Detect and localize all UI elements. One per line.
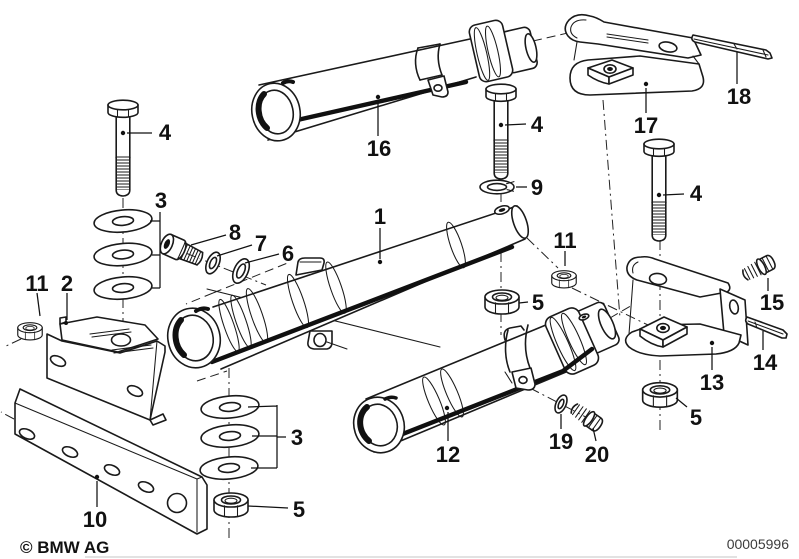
bolt-4-middle (485, 83, 517, 180)
copyright-text: © BMW AG (20, 538, 109, 557)
bracket-13 (624, 255, 749, 357)
clamp-on-tube-12 (503, 324, 536, 391)
tube-1 (166, 204, 530, 370)
callout-9[interactable]: 9 (531, 175, 543, 200)
nut-11-right (551, 270, 577, 289)
callout-14[interactable]: 14 (753, 350, 778, 375)
plate-number: 00005996 (727, 536, 790, 552)
washer-19 (554, 394, 568, 414)
callout-5-b[interactable]: 5 (532, 290, 544, 315)
callout-leaders (36, 52, 769, 509)
callout-3-a[interactable]: 3 (155, 188, 167, 213)
nut-5-bottom-left (213, 492, 249, 518)
callout-13[interactable]: 13 (700, 370, 724, 395)
tube-16 (250, 19, 538, 142)
rod-14 (744, 316, 788, 339)
callout-3-b[interactable]: 3 (291, 425, 303, 450)
washer-stack-upper (92, 206, 154, 303)
bolt-15 (739, 252, 779, 285)
callout-15[interactable]: 15 (760, 290, 784, 315)
bracket-2 (46, 316, 167, 426)
plate-10 (14, 388, 208, 535)
washer-6 (231, 257, 251, 285)
callout-18[interactable]: 18 (727, 84, 751, 109)
washer-7 (204, 251, 222, 275)
callout-11-b[interactable]: 11 (553, 228, 576, 253)
callout-5-c[interactable]: 5 (690, 405, 702, 430)
callout-4-a[interactable]: 4 (159, 120, 172, 145)
nut-5-bottom-right (641, 381, 679, 409)
callout-4-b[interactable]: 4 (531, 112, 544, 137)
bolt-20 (567, 399, 606, 435)
lock-washer-9 (479, 179, 515, 195)
callout-17[interactable]: 17 (634, 113, 658, 138)
callout-8[interactable]: 8 (229, 220, 241, 245)
callout-11-a[interactable]: 11 (25, 271, 48, 296)
callout-labels: 4 3 8 7 6 1 16 4 9 11 5 17 18 4 15 13 14… (25, 84, 784, 532)
bracket-17 (564, 13, 705, 96)
callout-19[interactable]: 19 (549, 429, 573, 454)
callout-2[interactable]: 2 (61, 271, 73, 296)
rod-18 (691, 34, 773, 60)
callout-5-a[interactable]: 5 (293, 497, 305, 522)
bolt-4-left (107, 99, 139, 197)
callout-4-c[interactable]: 4 (690, 181, 703, 206)
callout-20[interactable]: 20 (585, 442, 609, 467)
callout-1[interactable]: 1 (374, 204, 386, 229)
nut-5-middle (484, 289, 520, 315)
nut-11-left (17, 322, 43, 341)
callout-10[interactable]: 10 (83, 507, 107, 532)
callout-7[interactable]: 7 (255, 231, 267, 256)
callout-16[interactable]: 16 (367, 136, 391, 161)
bolt-8 (159, 233, 204, 266)
bolt-4-right (643, 138, 675, 242)
tube-12 (352, 301, 620, 454)
callout-6[interactable]: 6 (282, 241, 294, 266)
clamp-on-tube-16 (414, 43, 449, 98)
callout-12[interactable]: 12 (436, 442, 460, 467)
